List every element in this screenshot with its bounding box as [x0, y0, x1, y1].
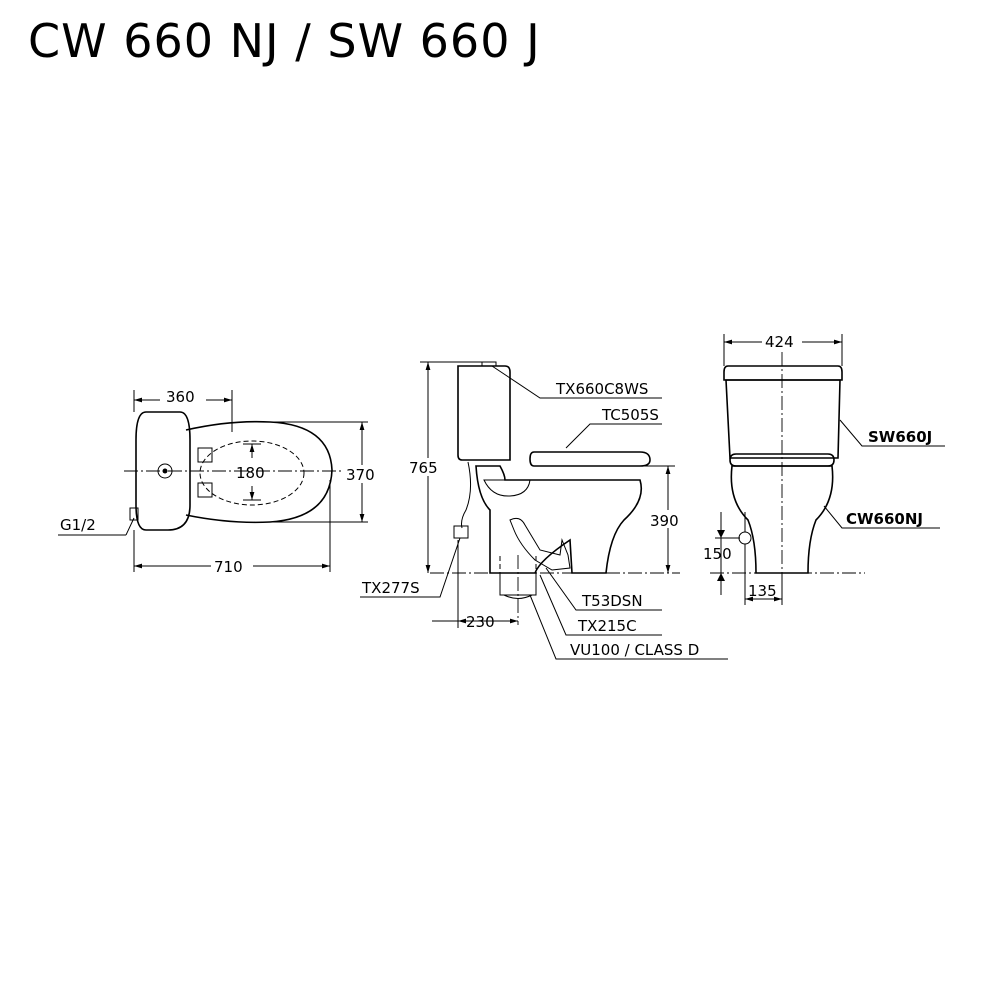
dim-150-label: 150	[703, 545, 732, 563]
front-view: 424 150 135 SW660J CW660NJ	[703, 332, 945, 605]
dim-370-label: 370	[346, 466, 375, 484]
tank-button	[481, 361, 497, 367]
dim-765-label: 765	[409, 459, 438, 477]
tank-outline-top	[135, 411, 191, 531]
label-tx277s: TX277S	[361, 579, 420, 597]
seat-lid-side	[529, 451, 651, 467]
angle-valve	[453, 525, 469, 539]
label-vu100: VU100 / CLASS D	[570, 641, 699, 659]
hinge-upper	[197, 447, 213, 463]
dim-360-label: 360	[166, 388, 195, 406]
label-sw660j: SW660J	[868, 428, 932, 446]
label-t53dsn: T53DSN	[581, 592, 643, 610]
leader-cw660nj	[823, 505, 940, 529]
dim-230-label: 230	[466, 613, 495, 631]
inner-channel-side	[509, 517, 571, 571]
inlet-valve-top	[129, 507, 139, 521]
bowl-opening-dashed	[199, 440, 305, 506]
hinge-lower	[197, 482, 213, 498]
leader-tx215c	[539, 574, 662, 636]
dim-135-label: 135	[748, 582, 777, 600]
inlet-valve-front	[738, 531, 752, 545]
dim-390-label: 390	[650, 512, 679, 530]
top-view: 180 360 370 710 G1/2	[58, 388, 382, 576]
page-title: CW 660 NJ / SW 660 J	[28, 14, 541, 68]
label-tx215c: TX215C	[577, 617, 637, 635]
g12-label: G1/2	[60, 516, 96, 534]
tank-outline-front	[723, 365, 843, 381]
outlet-pipe	[503, 594, 533, 599]
dim-710-label: 710	[214, 558, 243, 576]
leader-tx660c8ws	[491, 365, 662, 399]
inlet-hose	[461, 461, 472, 529]
leader-sw660j	[839, 419, 945, 447]
leader-t53dsn	[545, 567, 662, 611]
leader-vu100	[529, 594, 728, 660]
tank-outline-side	[457, 365, 511, 461]
bowl-outline-top	[185, 420, 333, 524]
dim-180-label: 180	[236, 464, 265, 482]
bowl-body-side	[475, 465, 643, 574]
label-tx660c8ws: TX660C8WS	[555, 380, 648, 398]
g12-leader-diag	[125, 517, 135, 536]
dim-424-label: 424	[765, 333, 794, 351]
tank-body-front	[725, 379, 841, 459]
trapway-side	[483, 479, 531, 497]
side-view: 765 390 230 TX660C8WS TC505S TX277S T53D…	[360, 361, 728, 660]
label-tc505s: TC505S	[601, 406, 659, 424]
leader-tc505s	[565, 423, 662, 449]
label-cw660nj: CW660NJ	[846, 510, 923, 528]
leader-tx277s	[360, 537, 461, 598]
